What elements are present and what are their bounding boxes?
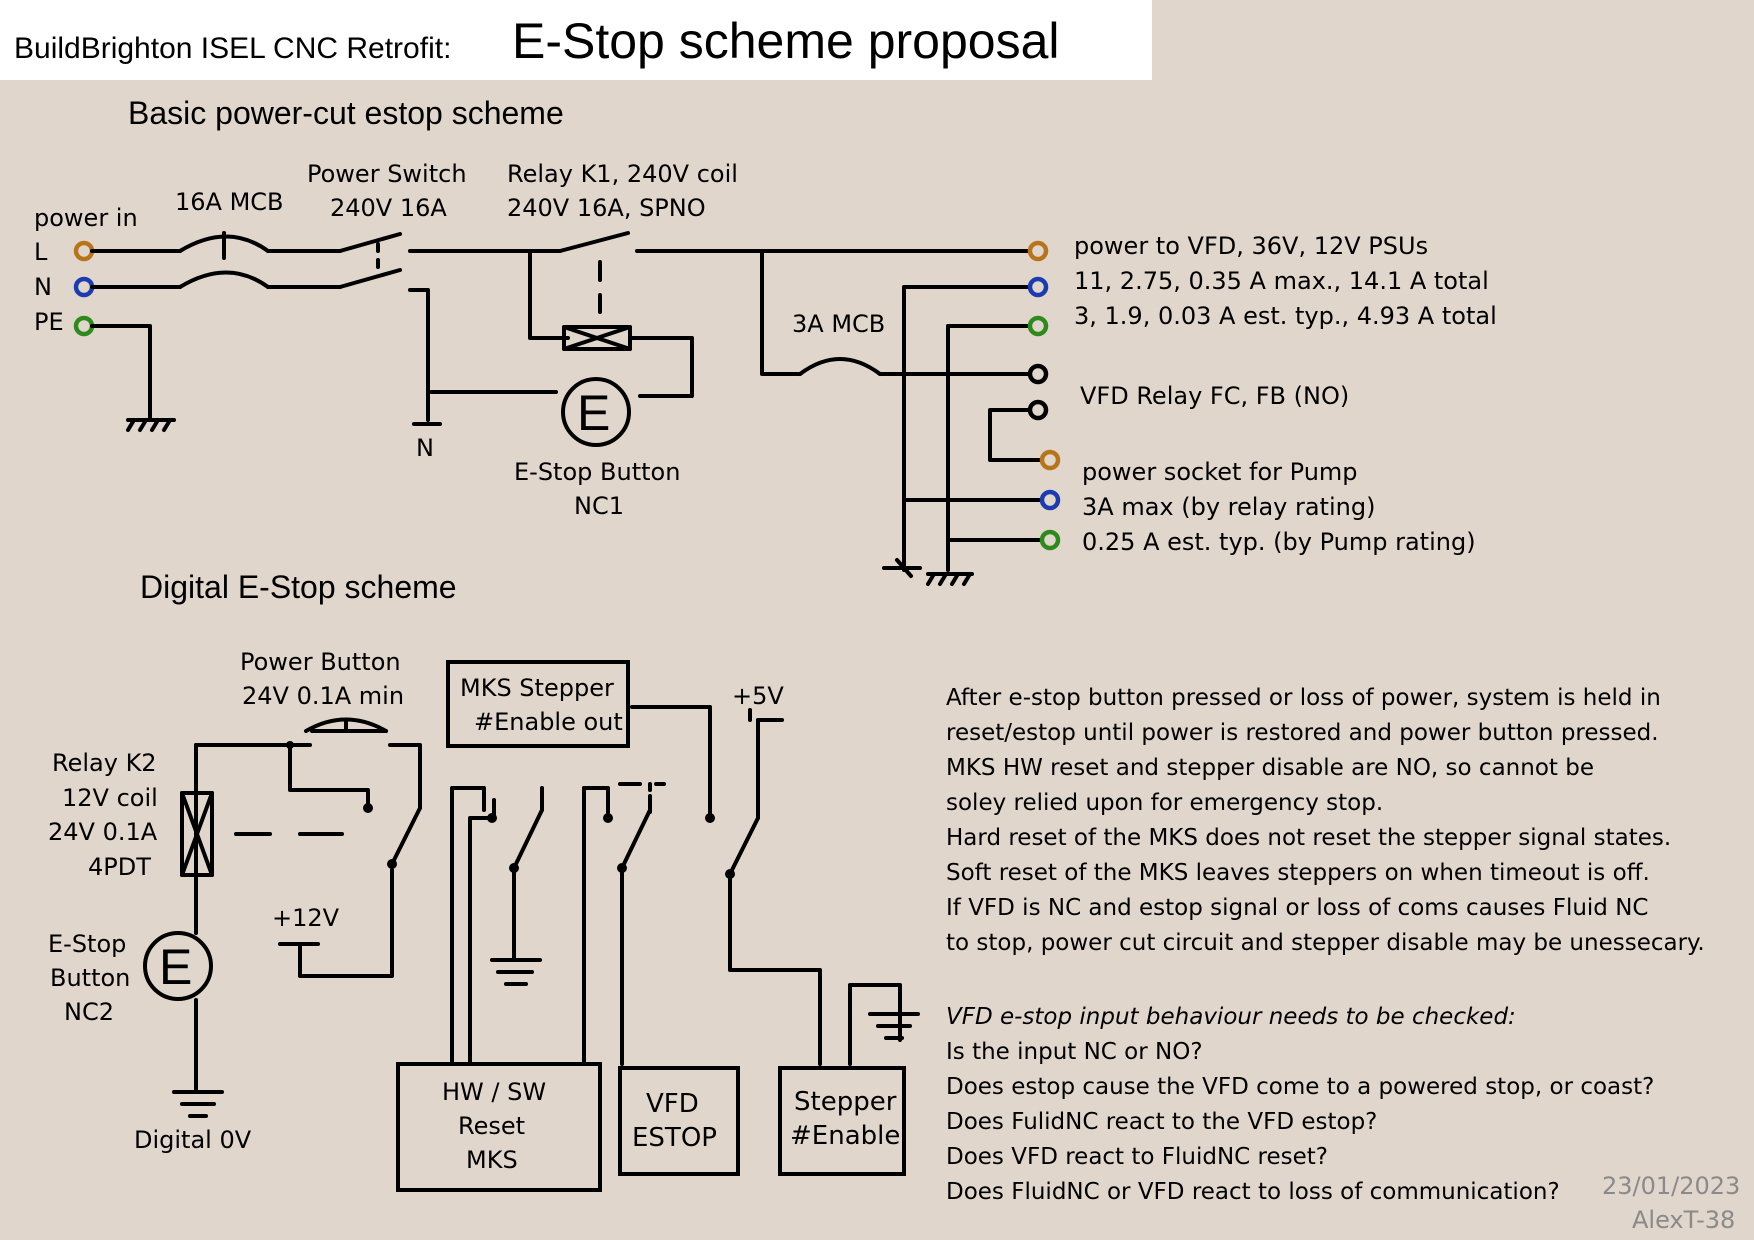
out-pe [1027,315,1049,337]
terminal-pe-label: PE [34,308,64,336]
hw-reset-l2: Reset [458,1112,525,1140]
questions-line: Is the input NC or NO? [946,1039,1203,1065]
terminal-n-label: N [34,273,52,301]
basic-wiring [90,231,1042,586]
title-banner [0,0,1152,80]
hw-reset-box [396,1062,602,1192]
pump-label-2: 3A max (by relay rating) [1082,493,1375,521]
power-switch-rating: 240V 16A [330,194,447,222]
relay-k2-label: Relay K2 [52,749,157,777]
digital-heading: Digital E-Stop scheme [140,569,457,605]
questions-line: Does FulidNC react to the VFD estop? [946,1109,1377,1135]
power-in-label: power in [34,204,138,232]
digital-wiring [172,705,920,1118]
notes-line: Hard reset of the MKS does not reset the… [946,825,1671,851]
power-button-label: Power Button [240,648,401,676]
hw-reset-l1: HW / SW [442,1078,546,1106]
power-button-rating: 24V 0.1A min [242,682,404,710]
footer-date: 23/01/2023 [1602,1172,1740,1200]
v12-label: +12V [272,904,340,932]
estop-nc1-glyph: E [577,385,610,441]
power-switch-label: Power Switch [307,160,467,188]
questions-line: Does FluidNC or VFD react to loss of com… [946,1179,1560,1205]
notes-line: reset/estop until power is restored and … [946,720,1659,746]
mks-stepper-box [446,660,630,748]
questions-line: Does VFD react to FluidNC reset? [946,1144,1328,1170]
estop-nc2-label-1: E-Stop [48,930,126,958]
notes-line: MKS HW reset and stepper disable are NO,… [946,755,1594,781]
notes-line: If VFD is NC and estop signal or loss of… [946,895,1648,921]
estop-nc2-symbol [143,931,213,1001]
out-label-2: 11, 2.75, 0.35 A max., 14.1 A total [1074,267,1489,295]
footer-author: AlexT-38 [1632,1206,1735,1234]
pump-l [1039,449,1061,471]
stepper-box-l1: Stepper [794,1087,897,1117]
out-label-1: power to VFD, 36V, 12V PSUs [1074,232,1428,260]
notes-block: After e-stop button pressed or loss of p… [946,685,1705,956]
v5-label: +5V [732,682,784,710]
stepper-enable-box [778,1066,906,1176]
mks-stepper-label: MKS Stepper [460,674,614,702]
relay-k2-type: 4PDT [88,853,151,881]
basic-heading: Basic power-cut estop scheme [128,95,564,131]
neutral-label: N [416,434,434,462]
vfd-estop-box [618,1066,740,1176]
digital-0v-label: Digital 0V [134,1126,252,1154]
stepper-box-l2: #Enable [790,1121,900,1151]
notes-line: soley relied upon for emergency stop. [946,790,1383,816]
relay-k1-rating: 240V 16A, SPNO [507,194,706,222]
vfd-relay-fb [1027,399,1049,421]
questions-block: VFD e-stop input behaviour needs to be c… [946,1004,1654,1205]
terminal-l-label: L [34,238,48,266]
relay-k1-label: Relay K1, 240V coil [507,160,738,188]
estop-nc2-label-3: NC2 [64,998,114,1026]
estop-nc2-label-2: Button [50,964,130,992]
pump-n [1039,489,1061,511]
vfd-box-l2: ESTOP [632,1123,717,1153]
estop-nc2-glyph: E [159,939,192,995]
pump-label-3: 0.25 A est. typ. (by Pump rating) [1082,528,1476,556]
estop-nc1-ref: NC1 [574,492,624,520]
mks-enable-label: #Enable out [474,708,623,736]
switch-contacts [286,741,735,879]
out-l [1027,240,1049,262]
vfd-relay-fc [1027,363,1049,385]
terminal-l [73,240,95,262]
mcb16-label: 16A MCB [175,188,284,216]
hw-reset-l3: MKS [466,1146,518,1174]
notes-line: Soft reset of the MKS leaves steppers on… [946,860,1650,886]
out-label-3: 3, 1.9, 0.03 A est. typ., 4.93 A total [1074,302,1497,330]
notes-line: After e-stop button pressed or loss of p… [946,685,1661,711]
notes-line: to stop, power cut circuit and stepper d… [946,930,1705,956]
terminal-n [73,276,95,298]
mcb3-label: 3A MCB [792,310,885,338]
relay-k2-rating: 24V 0.1A [48,818,158,846]
page-title: E-Stop scheme proposal [512,13,1060,69]
out-n [1027,276,1049,298]
estop-nc1-label: E-Stop Button [514,458,680,486]
title-prefix: BuildBrighton ISEL CNC Retrofit: [14,32,451,65]
pump-label-1: power socket for Pump [1082,458,1358,486]
terminal-pe [73,315,95,337]
vfd-box-l1: VFD [646,1089,699,1119]
estop-nc1-symbol [561,377,631,447]
relay-k2-coil: 12V coil [62,784,158,812]
pump-pe [1039,529,1061,551]
questions-title: VFD e-stop input behaviour needs to be c… [946,1004,1516,1030]
questions-line: Does estop cause the VFD come to a power… [946,1074,1654,1100]
vfd-relay-label: VFD Relay FC, FB (NO) [1080,382,1349,410]
